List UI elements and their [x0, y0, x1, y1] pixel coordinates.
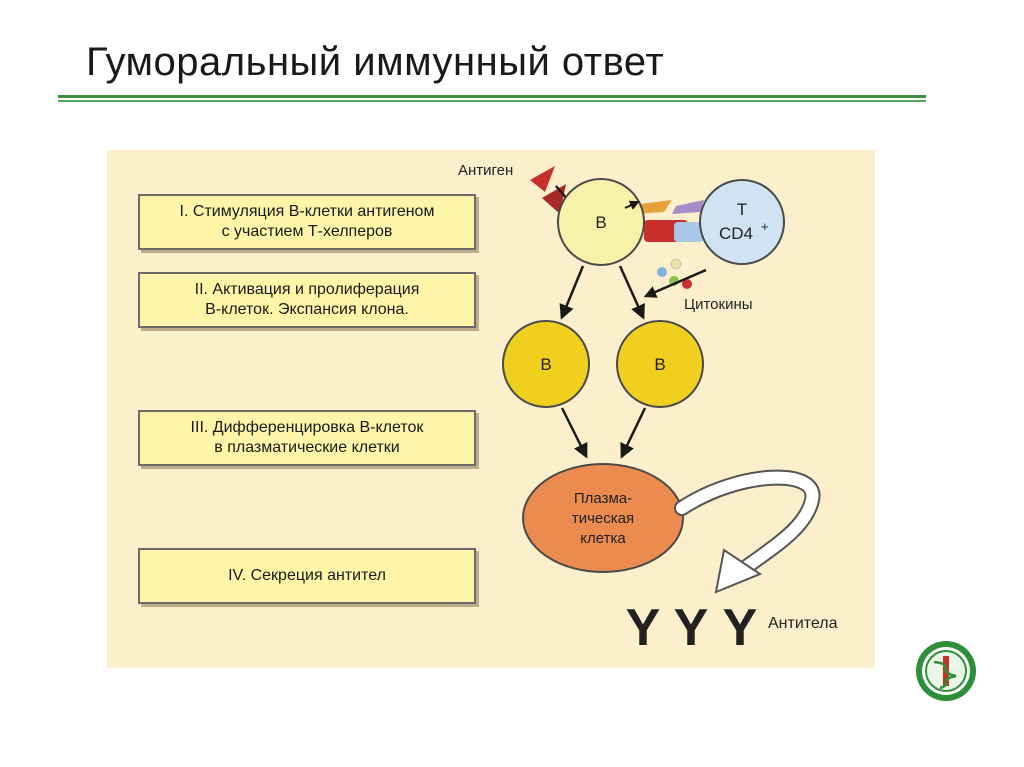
antibody-icon-2: Y — [674, 599, 709, 657]
stage-2-label: II. Активация и пролиферация В-клеток. Э… — [194, 281, 420, 318]
cytokines-label: Цитокины — [684, 296, 753, 313]
b-cell-receptor-arrow — [624, 200, 640, 210]
b-cell-clone-2 — [616, 320, 704, 408]
antigen-icon — [530, 166, 555, 192]
plasma-cell-label-1: Плазма- — [574, 490, 632, 507]
costim-purple-icon — [672, 200, 704, 214]
stage-1-box: I. Стимуляция В-клетки антигеном с участ… — [138, 194, 476, 250]
stage-1-label: I. Стимуляция В-клетки антигеном с участ… — [179, 203, 435, 240]
plasma-cell-label-2: тическая — [572, 510, 634, 527]
cytokine-arrow — [643, 268, 707, 298]
title-divider-thin — [58, 100, 926, 102]
stage-3-box: III. Дифференцировка В-клеток в плазмати… — [138, 410, 476, 466]
antibody-icon-1: Y — [626, 599, 661, 657]
medical-emblem-icon — [916, 641, 976, 701]
title-divider — [58, 95, 926, 98]
antibody-icon-3: Y — [723, 599, 758, 657]
page-title: Гуморальный иммунный ответ — [86, 40, 665, 84]
clone-arrow-right — [618, 265, 645, 320]
antigen-label: Антиген — [458, 162, 513, 179]
b-cell-clone-2-label: B — [654, 355, 665, 374]
plasma-arrow-left — [560, 407, 588, 459]
costim-orange-icon — [636, 200, 672, 214]
clone-arrow-left — [559, 265, 585, 320]
plasma-cell-label-3: клетка — [580, 530, 626, 547]
stage-2-box: II. Активация и пролиферация В-клеток. Э… — [138, 272, 476, 328]
t-helper-cell — [699, 179, 785, 265]
stage-3-label: III. Дифференцировка В-клеток в плазмати… — [190, 419, 424, 456]
cytokine-dot-4 — [682, 279, 692, 289]
stage-4-label: IV. Секреция антител — [228, 567, 386, 584]
t-cell-cd4-label: CD4 — [719, 224, 753, 243]
plasma-cell — [522, 463, 684, 573]
plasma-arrow-right — [620, 407, 647, 459]
tcr-receptor-icon — [674, 222, 704, 242]
b-cell-naive — [557, 178, 645, 266]
antibodies-label: Антитела — [768, 615, 838, 632]
cytokine-dot-1 — [657, 267, 667, 277]
t-cell-label: T — [737, 200, 747, 219]
secretion-arrow — [676, 471, 819, 574]
b-cell-naive-label: B — [595, 213, 606, 232]
b-cell-clone-1-label: B — [540, 355, 551, 374]
stage-4-box: IV. Секреция антител — [138, 548, 476, 604]
t-cell-cd4-sup: + — [761, 219, 769, 234]
b-cell-clone-1 — [502, 320, 590, 408]
cytokine-dot-2 — [670, 258, 682, 270]
secretion-arrow-head — [714, 548, 763, 594]
